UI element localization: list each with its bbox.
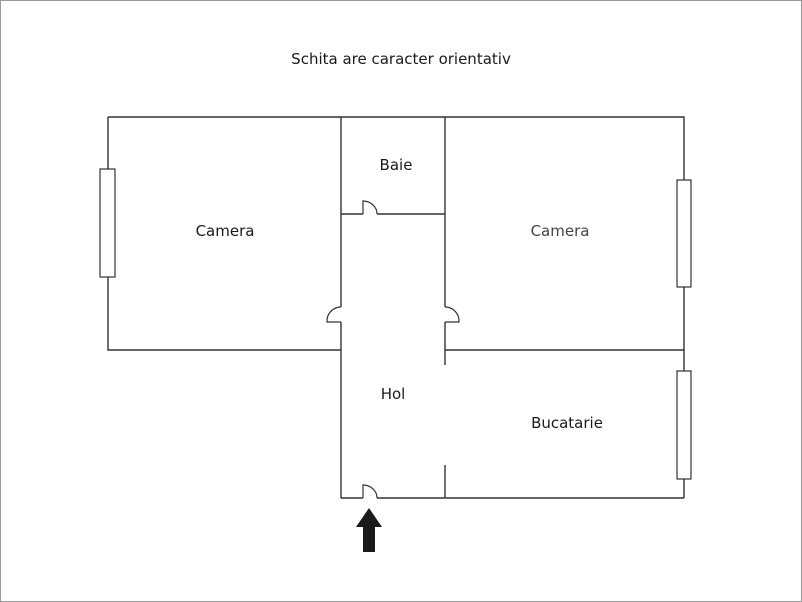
room-label-bucatarie: Bucatarie (531, 414, 603, 432)
room-label-camera-right: Camera (530, 222, 590, 240)
window-bucatarie (676, 370, 692, 480)
room-label-hol: Hol (380, 385, 406, 403)
room-label-camera-left: Camera (195, 222, 255, 240)
door-camera-right (444, 306, 460, 323)
window-camera-left (99, 168, 116, 278)
plan-title: Schita are caracter orientativ (291, 50, 511, 68)
wall-top-right (341, 116, 685, 350)
room-label-baie: Baie (379, 156, 413, 174)
door-camera-left (326, 306, 342, 323)
door-entrance (362, 484, 378, 499)
window-camera-right (676, 179, 692, 288)
door-baie (362, 200, 378, 215)
entrance-arrow-icon (356, 508, 382, 552)
